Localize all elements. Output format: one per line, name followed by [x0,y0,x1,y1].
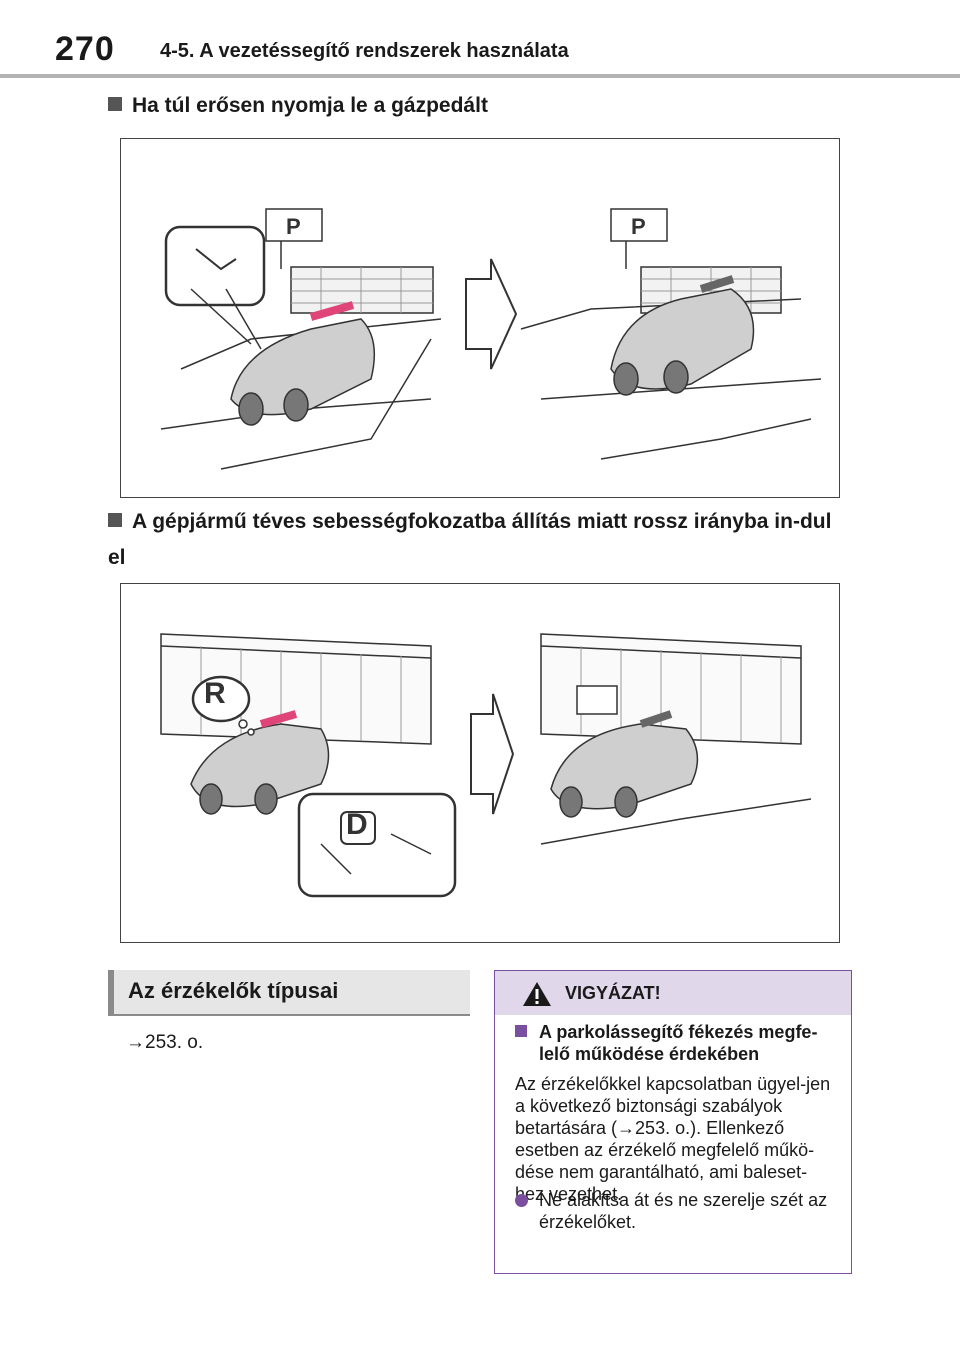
warning-subtitle-text: A parkolássegítő fékezés megfe-lelő műkö… [539,1022,818,1064]
round-bullet-icon [515,1194,528,1207]
gear-d-label: D [346,808,368,841]
section-title-accelerator: Ha túl erősen nyomja le a gázpedált [108,88,848,124]
page-number: 270 [55,30,115,68]
warning-triangle-icon [523,982,551,1006]
warning-box: VIGYÁZAT! A parkolássegítő fékezés megfe… [494,970,852,1274]
page-header: 270 4-5. A vezetéssegítő rendszerek hasz… [0,0,960,80]
header-rule [0,74,960,78]
warning-body: Az érzékelőkkel kapcsolatban ügyel-jen a… [515,1074,831,1204]
sensors-reference: →253. o. [126,1032,204,1053]
warning-bullet: Ne alakítsa át és ne szerelje szét az ér… [515,1189,833,1233]
warning-title: VIGYÁZAT! [565,983,661,1003]
section-title-text: A gépjármű téves sebességfokozatba állít… [108,510,832,569]
figure-wrong-gear: R D [120,583,840,943]
parking-illustration: P P [160,208,822,470]
section-title-text: Ha túl erősen nyomja le a gázpedált [132,94,488,117]
section-title-wrong-gear: A gépjármű téves sebességfokozatba állít… [108,504,848,576]
sensors-heading: Az érzékelők típusai [108,970,470,1016]
square-bullet-icon [108,97,122,111]
sensors-heading-text: Az érzékelők típusai [128,978,339,1003]
warning-header: VIGYÁZAT! [495,971,851,1015]
chapter-title: 4-5. A vezetéssegítő rendszerek használa… [160,40,569,62]
warning-bullet-text: Ne alakítsa át és ne szerelje szét az ér… [539,1190,828,1232]
square-bullet-icon [108,513,122,527]
svg-text:P: P [286,214,301,239]
square-bullet-icon [515,1025,527,1037]
warning-subtitle: A parkolássegítő fékezés megfe-lelő műkö… [515,1021,835,1065]
wrong-gear-illustration [160,633,812,898]
svg-text:P: P [631,214,646,239]
gear-r-label: R [204,677,226,710]
figure-accelerator-parking: P P [120,138,840,498]
